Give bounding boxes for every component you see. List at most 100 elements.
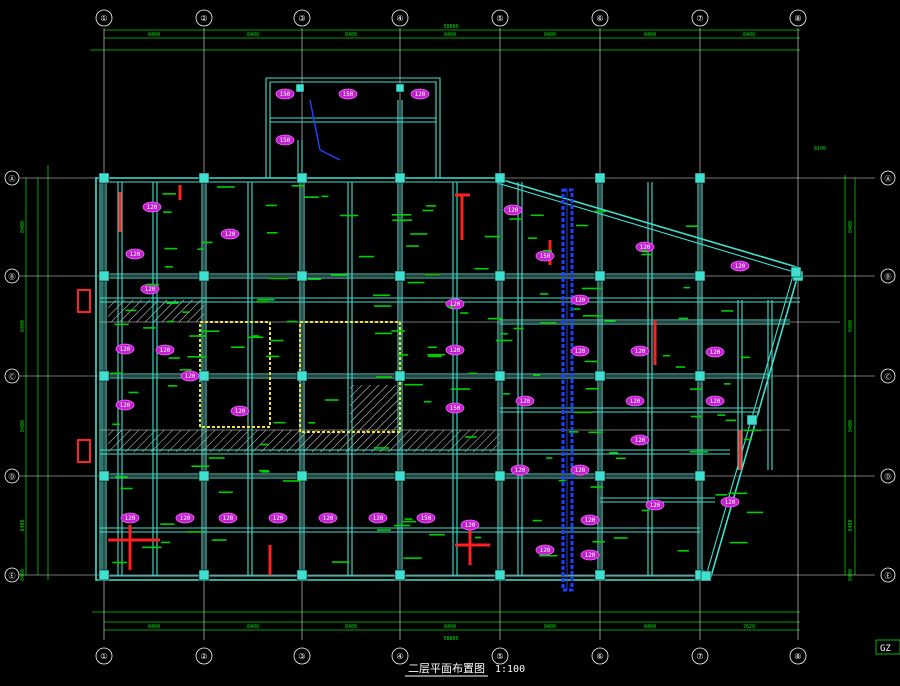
slab-tag-label: 120 xyxy=(508,207,519,214)
dimension-text: 8400 xyxy=(148,32,160,38)
annotation-mark xyxy=(588,431,603,434)
slab-tag-label: 120 xyxy=(225,231,236,238)
slab-tag-label: 120 xyxy=(725,499,736,506)
slab-tag-marker xyxy=(410,88,430,100)
slab-tag: 150 xyxy=(275,134,295,146)
annotation-mark xyxy=(721,310,734,312)
annotation-mark xyxy=(743,438,753,441)
axis-bubble-label: Ⓑ xyxy=(885,273,892,281)
slab-tag-label: 120 xyxy=(147,204,158,211)
column xyxy=(394,270,406,282)
dimension-text: 8400 xyxy=(20,221,26,233)
axis-bubble-circle xyxy=(391,647,409,665)
annotation-mark xyxy=(391,214,412,216)
annotation-mark xyxy=(112,423,120,426)
annotation-mark xyxy=(115,476,128,478)
annotation-mark xyxy=(641,253,653,256)
annotation-mark xyxy=(590,486,604,488)
slab-tag: 120 xyxy=(268,512,288,524)
axis-bubble: Ⓒ xyxy=(880,368,896,384)
annotation-mark xyxy=(582,315,602,317)
column xyxy=(198,270,210,282)
annotation-mark xyxy=(447,306,455,308)
slab-tag: 120 xyxy=(510,464,530,476)
column xyxy=(394,172,406,184)
axis-bubble: ① xyxy=(95,647,113,665)
annotation-mark xyxy=(168,357,180,359)
axis-bubble-label: ⑤ xyxy=(496,652,503,661)
slab-tag: 120 xyxy=(125,248,145,260)
slab-tag: 120 xyxy=(140,283,160,295)
axis-bubble-circle xyxy=(391,9,409,27)
annotation-mark xyxy=(331,561,350,563)
annotation-mark xyxy=(216,186,235,188)
annotation-mark xyxy=(678,317,688,320)
axis-bubble-label: Ⓑ xyxy=(9,273,16,281)
axis-bubble: ③ xyxy=(293,647,311,665)
column xyxy=(494,569,506,581)
annotation-mark xyxy=(406,245,419,247)
annotation-mark xyxy=(286,320,298,323)
axis-bubble: ⑤ xyxy=(491,9,509,27)
annotation-mark xyxy=(200,330,220,333)
axis-bubble-circle xyxy=(4,468,20,484)
annotation-mark xyxy=(120,487,133,490)
annotation-mark xyxy=(428,355,442,358)
annotation-mark xyxy=(142,546,162,549)
dimension-text: 8400 xyxy=(20,420,26,432)
axis-bubble-label: ② xyxy=(200,652,207,661)
column xyxy=(198,569,210,581)
slab-tag: 120 xyxy=(318,512,338,524)
slab-tag-marker xyxy=(318,512,338,524)
axis-bubble: ④ xyxy=(391,9,409,27)
axis-bubble-circle xyxy=(880,268,896,284)
column xyxy=(296,370,308,382)
slab-tag: 120 xyxy=(635,241,655,253)
slab-tag-label: 120 xyxy=(273,515,284,522)
annotation-mark xyxy=(740,356,751,359)
column xyxy=(594,270,606,282)
annotation-mark xyxy=(167,385,178,387)
annotation-mark xyxy=(340,214,359,217)
annotation-marks xyxy=(110,185,764,564)
slab-tag-marker xyxy=(460,519,480,531)
annotation-mark xyxy=(532,519,542,522)
annotation-mark xyxy=(128,391,139,394)
annotation-mark xyxy=(530,214,544,217)
annotation-mark xyxy=(410,233,428,235)
dimension-text: 8400 xyxy=(20,519,26,531)
axis-bubble: Ⓔ xyxy=(880,567,896,583)
annotation-mark xyxy=(259,469,270,472)
slab-tag-marker xyxy=(645,499,665,511)
slab-tags: 120 150 120 150 120 120 120 150 120 120 120 120 120 1… xyxy=(115,88,750,561)
slab-tag-label: 120 xyxy=(515,467,526,474)
axis-bubble-label: ⑦ xyxy=(696,652,703,661)
column xyxy=(98,470,110,482)
annotation-mark xyxy=(581,287,602,290)
annotation-mark xyxy=(585,388,600,390)
axis-bubble-circle xyxy=(591,9,609,27)
slab-tag-label: 120 xyxy=(465,522,476,529)
slab-tag-label: 150 xyxy=(280,91,291,98)
slab-tag: 120 xyxy=(175,512,195,524)
slab-tag: 120 xyxy=(580,514,600,526)
annotation-mark xyxy=(375,332,393,335)
annotation-mark xyxy=(110,372,123,375)
slab-tag-label: 120 xyxy=(120,346,131,353)
slab-tag-marker xyxy=(120,512,140,524)
slab-tag-label: 150 xyxy=(343,91,354,98)
slab-tag-marker xyxy=(730,260,750,272)
dimension-text: 8400 xyxy=(20,320,26,332)
annotation-mark xyxy=(358,255,375,258)
axis-bubble-label: Ⓔ xyxy=(885,572,892,580)
slab-tag: 150 xyxy=(445,402,465,414)
drawing-title: 二层平面布置图 xyxy=(408,662,485,675)
column xyxy=(694,370,706,382)
dimension-text: 8400 xyxy=(848,569,854,581)
slab-tag-label: 120 xyxy=(130,251,141,258)
annotation-mark xyxy=(376,376,392,379)
annotation-mark xyxy=(426,205,437,207)
slab-tag: 120 xyxy=(730,260,750,272)
